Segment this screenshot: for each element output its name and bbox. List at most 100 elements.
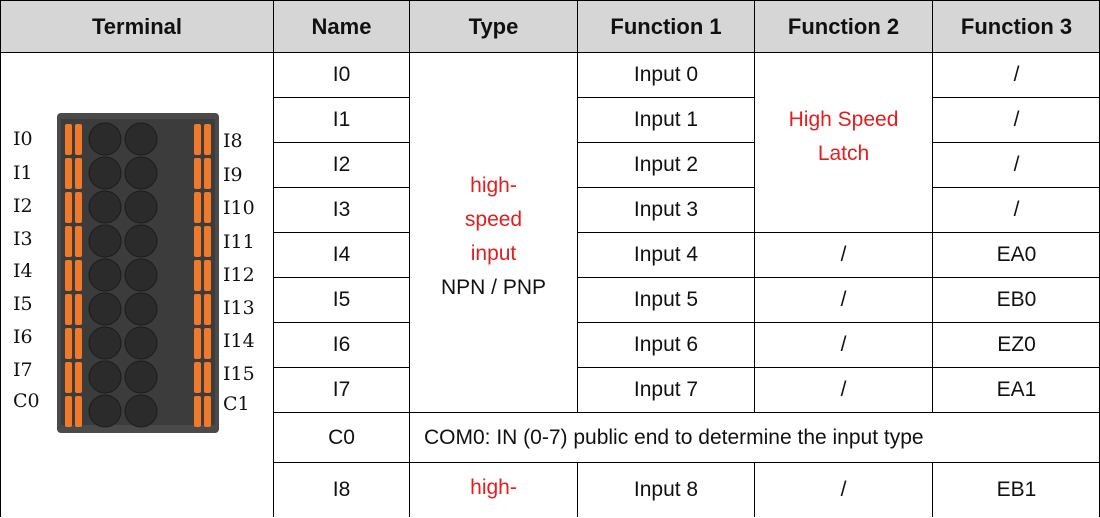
function2-cell: /	[754, 232, 932, 277]
screw-hole	[88, 190, 122, 224]
function1-cell: Input 7	[577, 367, 754, 412]
type-cell-partial: high-	[409, 462, 577, 517]
orange-contact	[65, 328, 72, 359]
orange-contact	[194, 260, 201, 291]
terminal-block-image	[57, 113, 219, 433]
orange-contact	[204, 396, 211, 427]
screw-hole	[124, 326, 158, 360]
screw-hole	[124, 394, 158, 428]
orange-contact	[65, 124, 72, 155]
orange-contact	[65, 226, 72, 257]
function3-cell: EZ0	[932, 322, 1100, 367]
screw-hole	[124, 156, 158, 190]
name-cell: I5	[273, 277, 409, 322]
orange-contact	[75, 192, 82, 223]
orange-contact	[75, 362, 82, 393]
orange-contact	[194, 158, 201, 189]
header-function1: Function 1	[577, 0, 754, 52]
function2-cell: /	[754, 367, 932, 412]
c0-description: COM0: IN (0-7) public end to determine t…	[409, 412, 1100, 462]
orange-contact	[194, 396, 201, 427]
orange-contact	[75, 294, 82, 325]
function1-cell: Input 8	[577, 462, 754, 517]
orange-contact	[75, 124, 82, 155]
terminal-label-left: I7	[13, 359, 33, 381]
function2-cell: /	[754, 462, 932, 517]
orange-contact	[65, 260, 72, 291]
orange-contact	[194, 362, 201, 393]
orange-contact	[204, 226, 211, 257]
function2-cell: /	[754, 322, 932, 367]
function3-cell: /	[932, 142, 1100, 187]
function1-cell: Input 1	[577, 97, 754, 142]
orange-contact	[194, 124, 201, 155]
function2-latch-cell: High Speed Latch	[754, 52, 932, 232]
terminal-label-left: I2	[13, 195, 33, 217]
function1-cell: Input 3	[577, 187, 754, 232]
function3-cell: EA0	[932, 232, 1100, 277]
orange-contact	[204, 158, 211, 189]
name-cell: I4	[273, 232, 409, 277]
name-cell: I0	[273, 52, 409, 97]
orange-contact	[65, 294, 72, 325]
screw-hole	[88, 258, 122, 292]
terminal-label-left: C0	[13, 390, 40, 412]
terminal-label-right: C1	[223, 393, 250, 415]
screw-hole	[124, 292, 158, 326]
name-cell: I7	[273, 367, 409, 412]
terminal-label-left: I3	[13, 228, 33, 250]
orange-contact	[204, 328, 211, 359]
terminal-label-right: I11	[223, 231, 255, 253]
screw-hole	[124, 122, 158, 156]
orange-contact	[194, 226, 201, 257]
header-terminal: Terminal	[0, 0, 273, 52]
orange-contact	[204, 294, 211, 325]
header-name: Name	[273, 0, 409, 52]
terminal-label-right: I15	[223, 363, 255, 385]
orange-contact	[75, 328, 82, 359]
function1-cell: Input 2	[577, 142, 754, 187]
function1-cell: Input 0	[577, 52, 754, 97]
orange-contact	[75, 260, 82, 291]
screw-hole	[88, 326, 122, 360]
type-line4: NPN / PNP	[440, 275, 547, 299]
screw-hole	[124, 224, 158, 258]
orange-contact	[65, 362, 72, 393]
type-partial-line1: high-	[470, 476, 517, 499]
orange-contact	[204, 192, 211, 223]
type-cell: high- speed input NPN / PNP	[409, 52, 577, 412]
function2-cell: /	[754, 277, 932, 322]
type-line2: speed	[464, 207, 523, 231]
screw-hole	[88, 360, 122, 394]
function1-cell: Input 6	[577, 322, 754, 367]
orange-contact	[204, 124, 211, 155]
terminal-label-right: I13	[223, 297, 255, 319]
header-function3: Function 3	[932, 0, 1100, 52]
terminal-label-right: I12	[223, 264, 255, 286]
name-cell: I1	[273, 97, 409, 142]
function3-cell: EB0	[932, 277, 1100, 322]
screw-hole	[88, 292, 122, 326]
screw-hole	[88, 394, 122, 428]
function3-cell: EA1	[932, 367, 1100, 412]
orange-contact	[75, 226, 82, 257]
type-line1: high-	[470, 173, 517, 197]
terminal-label-left: I6	[13, 326, 33, 348]
screw-hole	[88, 156, 122, 190]
orange-contact	[65, 396, 72, 427]
terminal-label-right: I9	[223, 164, 243, 186]
type-line3: input	[470, 241, 517, 265]
orange-contact	[194, 192, 201, 223]
terminal-label-left: I4	[13, 260, 33, 282]
header-function2: Function 2	[754, 0, 932, 52]
orange-contact	[194, 294, 201, 325]
terminal-label-left: I5	[13, 293, 33, 315]
orange-contact	[65, 192, 72, 223]
name-cell: C0	[273, 412, 409, 462]
terminal-label-left: I0	[13, 128, 33, 150]
orange-contact	[204, 362, 211, 393]
screw-hole	[88, 224, 122, 258]
screw-hole	[124, 190, 158, 224]
